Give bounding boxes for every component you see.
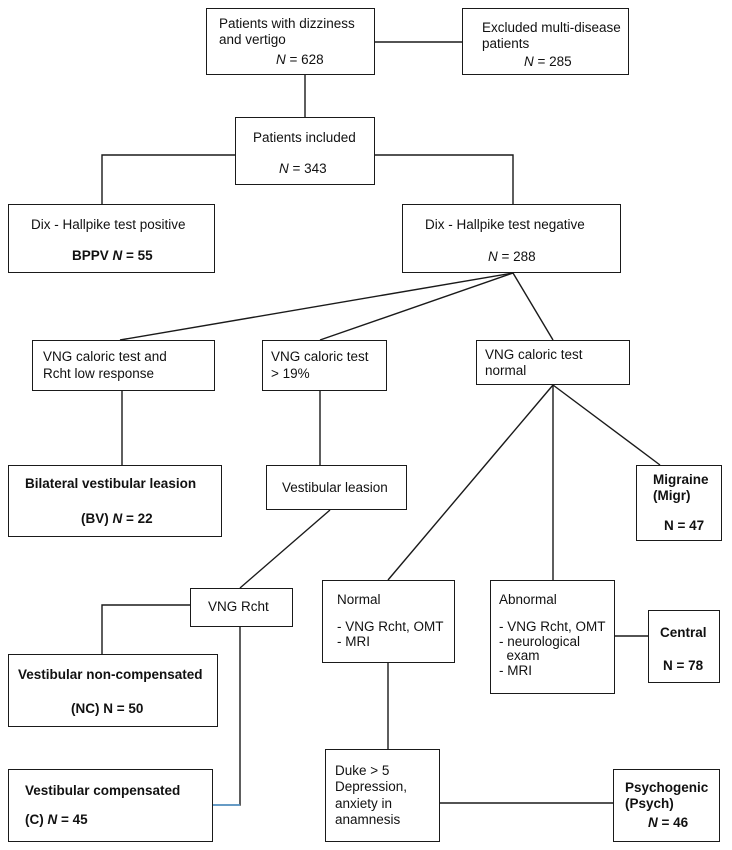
abnormal-box: Abnormal - VNG Rcht, OMT - neurological … [490, 580, 615, 694]
normal-line2: - VNG Rcht, OMT [337, 619, 444, 634]
duke-line4: anamnesis [335, 812, 401, 827]
connector-dixneg-vnglow [119, 272, 514, 341]
bv-box: Bilateral vestibular leasion (BV) N = 22 [8, 465, 222, 537]
excluded-count: N = 285 [524, 54, 572, 70]
duke-line2: Depression, [335, 779, 408, 794]
abnormal-line5: - MRI [499, 663, 532, 678]
n-symbol: N [112, 511, 123, 526]
abnormal-line1: Abnormal [499, 592, 557, 607]
normal-line1: Normal [337, 592, 381, 607]
comp-box: Vestibular compensated (C) N = 45 [8, 769, 213, 842]
dix-negative-count-value: = 288 [497, 249, 536, 264]
comp-count: (C) N = 45 [25, 812, 88, 828]
patients-count: N = 628 [276, 52, 324, 68]
vng-low-line2: Rcht low response [43, 366, 155, 381]
dix-positive-box: Dix - Hallpike test positive BPPV N = 55 [8, 204, 215, 273]
normal-line3: - MRI [337, 634, 370, 649]
vestibular-leasion-label: Vestibular leasion [282, 480, 388, 495]
vng-normal-line1: VNG caloric test [485, 347, 583, 362]
psych-line2: (Psych) [625, 796, 674, 811]
excluded-box: Excluded multi-disease patients N = 285 [462, 8, 629, 75]
bv-line1: Bilateral vestibular leasion [25, 476, 197, 491]
n-symbol: N [112, 248, 123, 263]
n-symbol: N [279, 161, 289, 176]
patients-box: Patients with dizziness and vertigo N = … [206, 8, 375, 75]
migraine-line2: (Migr) [653, 488, 691, 503]
migraine-box: Migraine (Migr) N = 47 [636, 465, 722, 541]
bv-label: (BV) [81, 511, 113, 526]
connector-included-dixneg [375, 154, 514, 204]
psych-box: Psychogenic (Psych) N = 46 [613, 769, 720, 842]
connector-vngrcht-nc [101, 604, 190, 654]
n-symbol: N [648, 815, 658, 830]
n-symbol: N [47, 812, 58, 827]
bv-count-value: = 22 [122, 511, 153, 526]
psych-count-value: = 46 [657, 815, 689, 830]
nc-count: (NC) N = 50 [71, 701, 144, 716]
included-line1: Patients included [253, 130, 356, 145]
connector-vngnormal-normal [387, 384, 554, 581]
dix-positive-line1: Dix - Hallpike test positive [31, 217, 186, 232]
excluded-line2: patients [482, 36, 530, 51]
abnormal-line3: - neurological [499, 634, 581, 649]
nc-box: Vestibular non-compensated (NC) N = 50 [8, 654, 218, 727]
abnormal-line4: exam [499, 648, 540, 663]
patients-line1: Patients with dizziness [219, 16, 355, 31]
vng-19-box: VNG caloric test > 19% [262, 340, 387, 391]
abnormal-line2: - VNG Rcht, OMT [499, 619, 606, 634]
connector-dixneg-vngnormal [512, 272, 554, 341]
normal-box: Normal - VNG Rcht, OMT - MRI [322, 580, 455, 663]
central-line1: Central [660, 625, 707, 640]
dix-negative-count: N = 288 [488, 249, 536, 265]
vng-19-line2: > 19% [271, 366, 310, 381]
duke-box: Duke > 5 Depression, anxiety in anamnesi… [325, 749, 440, 842]
vestibular-leasion-box: Vestibular leasion [266, 465, 407, 510]
connector-vngnormal-migraine [552, 384, 661, 466]
bppv-count-value: = 55 [122, 248, 153, 263]
vng-rcht-box: VNG Rcht [190, 588, 293, 627]
comp-count-value: = 45 [57, 812, 88, 827]
vng-19-line1: VNG caloric test [271, 349, 369, 364]
patients-line2: and vertigo [219, 32, 286, 47]
vng-normal-line2: normal [485, 363, 527, 378]
patients-count-value: = 628 [285, 52, 324, 67]
vng-low-box: VNG caloric test and Rcht low response [32, 340, 215, 391]
comp-label: (C) [25, 812, 48, 827]
bppv-label: BPPV [72, 248, 113, 263]
connector-dixneg-vng19 [319, 272, 514, 341]
n-symbol: N [488, 249, 498, 264]
included-count-value: = 343 [288, 161, 327, 176]
dix-negative-line1: Dix - Hallpike test negative [425, 217, 585, 232]
n-symbol: N [524, 54, 534, 69]
duke-line1: Duke > 5 [335, 763, 390, 778]
included-count: N = 343 [279, 161, 327, 177]
central-box: Central N = 78 [648, 610, 720, 683]
nc-line1: Vestibular non-compensated [18, 667, 203, 682]
n-symbol: N [276, 52, 286, 67]
bv-count: (BV) N = 22 [81, 511, 153, 527]
migraine-line1: Migraine [653, 472, 709, 487]
psych-count: N = 46 [648, 815, 688, 831]
connector-vestleasion-vngrcht [239, 509, 331, 589]
dix-negative-box: Dix - Hallpike test negative N = 288 [402, 204, 621, 273]
vng-rcht-label: VNG Rcht [208, 599, 269, 614]
comp-line1: Vestibular compensated [25, 783, 181, 798]
excluded-line1: Excluded multi-disease [482, 20, 621, 35]
vng-low-line1: VNG caloric test and [43, 349, 167, 364]
included-box: Patients included N = 343 [235, 117, 375, 185]
excluded-count-value: = 285 [533, 54, 572, 69]
migraine-count: N = 47 [664, 518, 705, 533]
psych-line1: Psychogenic [625, 780, 709, 795]
duke-line3: anxiety in [335, 796, 393, 811]
bppv-count: BPPV N = 55 [72, 248, 153, 264]
vng-normal-box: VNG caloric test normal [476, 340, 630, 385]
connector-included-dixpos [101, 154, 235, 204]
central-count: N = 78 [663, 658, 704, 673]
